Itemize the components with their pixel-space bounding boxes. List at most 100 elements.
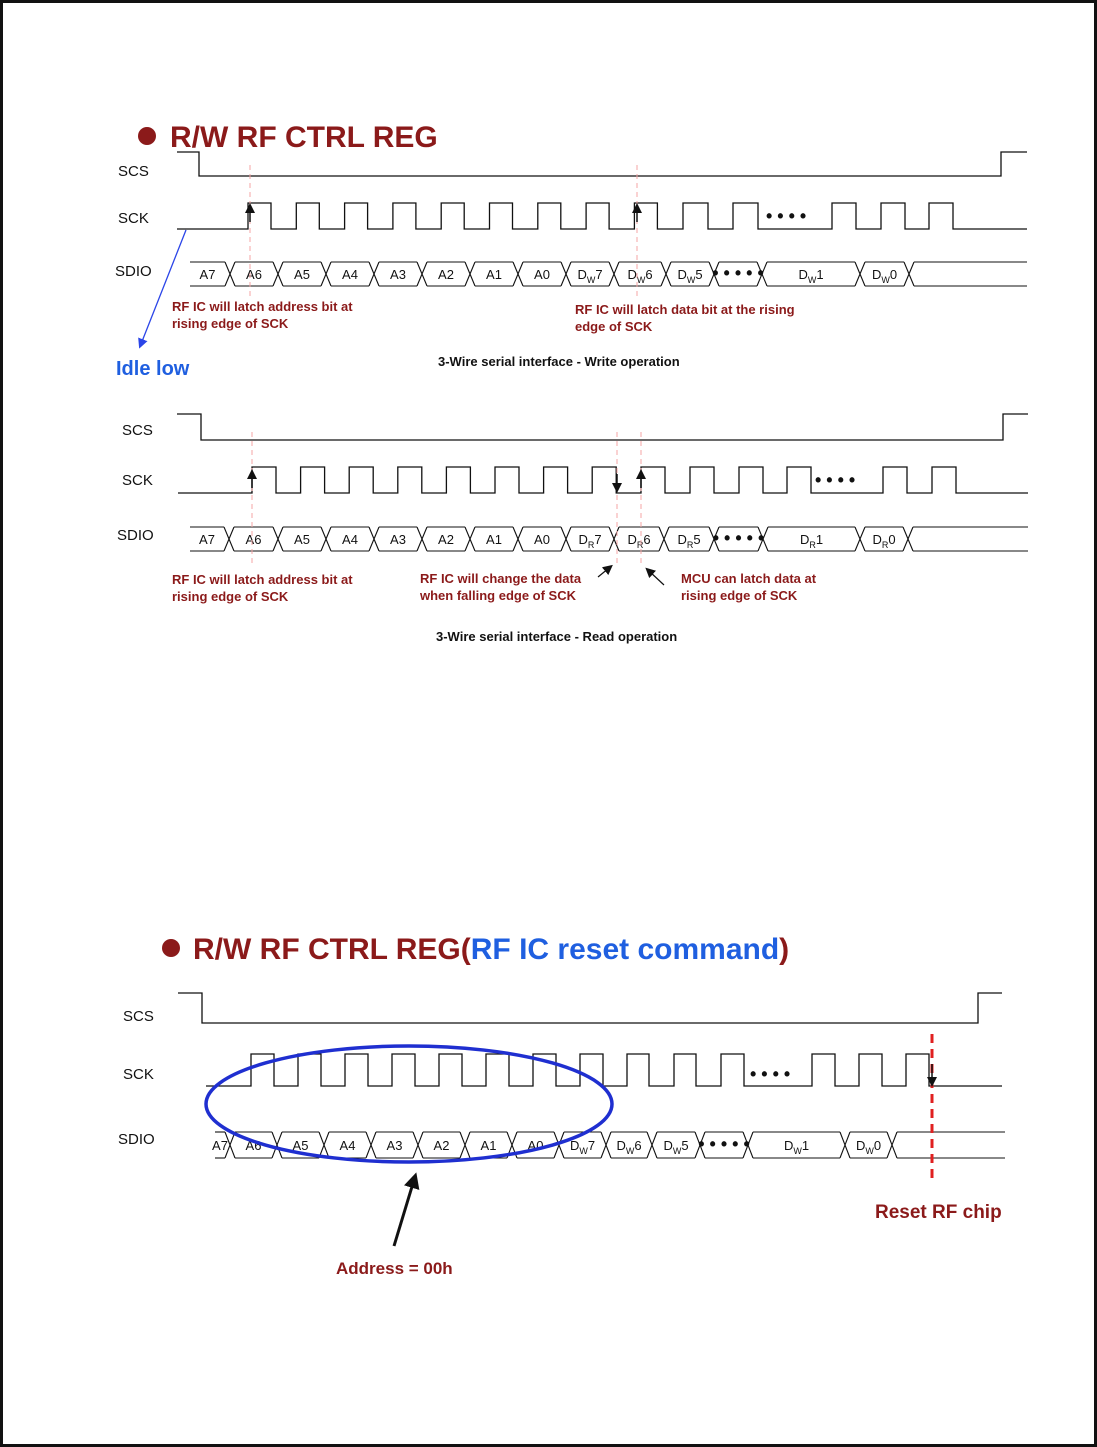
sdio-transition (464, 526, 476, 552)
sck-waveform-path (177, 202, 1027, 230)
sck-waveform-path (178, 466, 1028, 494)
heading-bullet-reset (162, 939, 180, 957)
sdio-bit-label: A4 (342, 267, 358, 282)
sdio-transition (708, 526, 720, 552)
sdio-transition (694, 1131, 706, 1159)
sdio-transition (271, 1131, 283, 1159)
address-highlight-ellipse (204, 1044, 614, 1164)
sdio-bit-label: A4 (342, 532, 358, 547)
sdio-data-bit-label: DW7 (570, 1138, 595, 1156)
sdio-transition (512, 526, 524, 552)
address-label: Address = 00h (336, 1259, 453, 1278)
sdio-transition (416, 526, 428, 552)
sdio-bit-label: A6 (246, 267, 262, 282)
sdio-transition (854, 526, 866, 552)
sdio-transition (318, 1131, 330, 1159)
sdio-bit-label: A3 (390, 267, 406, 282)
sdio-bit-label: A1 (486, 532, 502, 547)
sdio-bit-label: A0 (534, 532, 550, 547)
annotation-data-write-1: RF IC will latch data bit at the rising (575, 302, 795, 317)
annotation-mcu-read-2: rising edge of SCK (681, 588, 798, 603)
signal-label-scs-reset: SCS (123, 1008, 154, 1025)
annotation-change-read-1: RF IC will change the data (420, 571, 582, 586)
sdio-transition (459, 1131, 471, 1159)
sck-wave-read (178, 466, 1028, 494)
sck-wave-write (177, 202, 1027, 230)
sdio-transition (320, 261, 332, 287)
sdio-ellipsis: • • • • • (712, 263, 764, 283)
sdio-data-bit-label: DW6 (627, 267, 652, 285)
sdio-ellipsis: • • • • • (698, 1134, 750, 1154)
sdio-data-bit-label: DR0 (872, 532, 895, 550)
sdio-bit-label: A3 (387, 1138, 403, 1153)
signal-label-sck-read: SCK (122, 472, 153, 489)
scs-wave-reset (178, 992, 1002, 1024)
sdio-data-bit-label: DW0 (872, 267, 897, 285)
sdio-transition (464, 261, 476, 287)
sdio-transition (224, 261, 236, 287)
sdio-data-bit-label: DW5 (677, 267, 702, 285)
sdio-data-bit-label: DW6 (616, 1138, 641, 1156)
sck-waveform-path (206, 1053, 1002, 1087)
heading-write: R/W RF CTRL REG (170, 121, 438, 154)
sdio-transition (368, 261, 380, 287)
sdio-transition (560, 261, 572, 287)
annotation-data-write-2: edge of SCK (575, 319, 653, 334)
sdio-transition (320, 526, 332, 552)
idle-low-arrow (138, 229, 187, 349)
sdio-bus-read (190, 526, 1028, 552)
annotation-mcu-read-1: MCU can latch data at (681, 571, 817, 586)
sck-dots-write: • • • • (766, 206, 806, 226)
sdio-bit-label: A1 (486, 267, 502, 282)
sdio-bit-label: A3 (390, 532, 406, 547)
signal-label-sdio-write: SDIO (115, 263, 152, 280)
scs-wave-write (177, 151, 1027, 177)
sdio-transition (608, 261, 620, 287)
sdio-bus-reset (215, 1131, 1005, 1159)
heading-reset: R/W RF CTRL REG(RF IC reset command) (193, 933, 789, 966)
signal-label-sck-write: SCK (118, 210, 149, 227)
sdio-bit-label: A4 (340, 1138, 356, 1153)
signal-label-sck-reset: SCK (123, 1066, 154, 1083)
sdio-data-bit-label: DW0 (856, 1138, 881, 1156)
sdio-data-bit-label: DR7 (578, 532, 601, 550)
sdio-transition (757, 526, 769, 552)
sdio-transition (560, 526, 572, 552)
idle-low-label: Idle low (116, 358, 190, 380)
heading-bullet-write (138, 127, 156, 145)
sdio-bit-label: A2 (438, 267, 454, 282)
sdio-data-bit-label: DR5 (677, 532, 700, 550)
signal-label-scs-read: SCS (122, 422, 153, 439)
sdio-bit-label: A1 (481, 1138, 497, 1153)
sdio-transition (416, 261, 428, 287)
sdio-bit-label: A5 (293, 1138, 309, 1153)
sdio-transition (272, 526, 284, 552)
annotation-change-read-2: when falling edge of SCK (419, 588, 577, 603)
annotation-mcu-arrow (645, 567, 665, 586)
sdio-transition (854, 261, 866, 287)
sdio-bit-label: A6 (246, 532, 262, 547)
sdio-data-bit-label: DW1 (798, 267, 823, 285)
caption-write: 3-Wire serial interface - Write operatio… (438, 354, 680, 369)
sdio-transition (646, 1131, 658, 1159)
caption-read: 3-Wire serial interface - Read operation (436, 629, 677, 644)
sdio-transition (600, 1131, 612, 1159)
sdio-bit-label: A5 (294, 267, 310, 282)
reset-label: Reset RF chip (875, 1202, 1002, 1223)
sdio-bit-label: A7 (200, 267, 216, 282)
sdio-bit-label: A5 (294, 532, 310, 547)
sdio-transition (742, 1131, 754, 1159)
sdio-data-bit-label: DW1 (784, 1138, 809, 1156)
scs-wave-read (177, 413, 1028, 441)
signal-label-sdio-reset: SDIO (118, 1131, 155, 1148)
sck-wave-reset (206, 1053, 1002, 1087)
sdio-data-bit-label: DW5 (663, 1138, 688, 1156)
sdio-transition (512, 261, 524, 287)
sdio-transition (886, 1131, 898, 1159)
sdio-data-bit-label: DW7 (577, 267, 602, 285)
sdio-bit-label: A2 (438, 532, 454, 547)
address-pointer-arrow (392, 1172, 420, 1247)
sdio-data-bit-label: DR1 (800, 532, 823, 550)
